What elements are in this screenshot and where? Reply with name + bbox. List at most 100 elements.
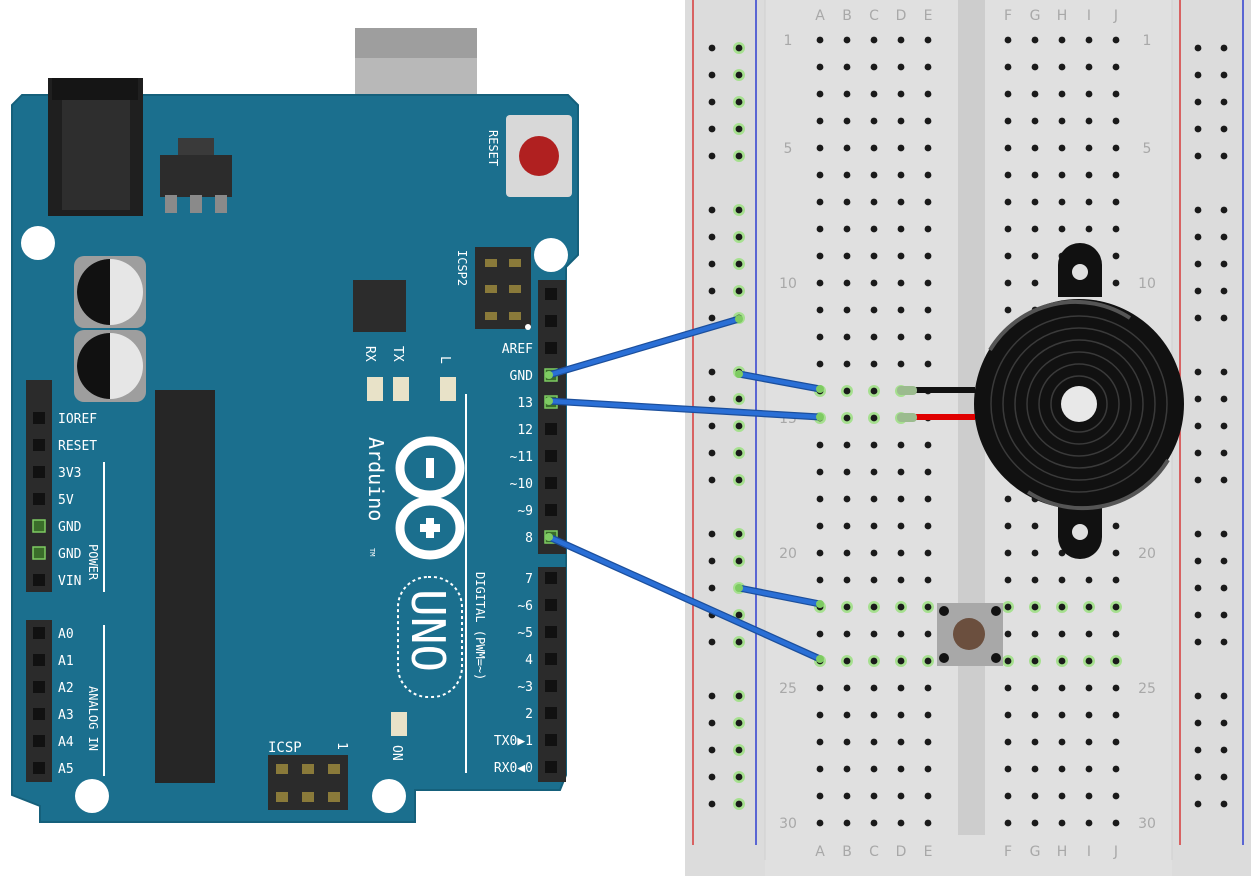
header-pin — [33, 439, 45, 451]
rail-hole — [1220, 314, 1228, 322]
breadboard-hole — [1031, 90, 1039, 98]
breadboard-hole — [1085, 630, 1093, 638]
header-pin — [545, 450, 557, 462]
breadboard-hole — [1058, 711, 1066, 719]
breadboard-hole — [1004, 630, 1012, 638]
breadboard-hole — [1112, 225, 1120, 233]
header-pin — [33, 735, 45, 747]
icsp-pin — [328, 764, 340, 774]
pin-label: 8 — [525, 531, 533, 546]
buzzer-tab-hole — [1072, 264, 1088, 280]
breadboard-hole — [1112, 117, 1120, 125]
icsp-pin — [328, 792, 340, 802]
pin-labels: IOREFRESET3V35VGNDGNDVINA0A1A2A3A4A5AREF… — [58, 342, 533, 777]
breadboard-hole — [897, 549, 905, 557]
breadboard-hole — [1004, 36, 1012, 44]
column-label: E — [924, 844, 933, 860]
mounting-hole — [75, 779, 109, 813]
breadboard-hole — [870, 252, 878, 260]
rail-hole — [708, 395, 716, 403]
breadboard-hole — [843, 387, 851, 395]
breadboard-hole — [1058, 603, 1066, 611]
rail-hole — [708, 422, 716, 430]
icsp-pin1-label: 1 — [334, 742, 349, 750]
breadboard-hole — [924, 495, 932, 503]
breadboard-hole — [1004, 171, 1012, 179]
breadboard-hole — [816, 198, 824, 206]
pin-label: RX0◀0 — [494, 761, 533, 776]
buzzer-rings — [988, 299, 1170, 511]
breadboard-hole — [924, 333, 932, 341]
breadboard-hole — [816, 279, 824, 287]
column-label: H — [1057, 844, 1068, 860]
rail-hole — [1220, 638, 1228, 646]
pin-label: A2 — [58, 681, 74, 696]
rail-hole — [1220, 476, 1228, 484]
rail-hole — [1194, 98, 1202, 106]
breadboard-hole — [1112, 765, 1120, 773]
column-label: B — [842, 844, 852, 860]
breadboard-hole — [1031, 252, 1039, 260]
pin-label: AREF — [502, 342, 533, 357]
breadboard-hole — [1085, 765, 1093, 773]
reset-button[interactable] — [519, 136, 559, 176]
breadboard-hole — [1004, 738, 1012, 746]
breadboard-hole — [1112, 711, 1120, 719]
breadboard-hole — [816, 171, 824, 179]
breadboard-hole — [843, 36, 851, 44]
rail-hole — [1220, 233, 1228, 241]
breadboard-hole — [1031, 171, 1039, 179]
breadboard-hole — [924, 279, 932, 287]
breadboard-hole — [870, 684, 878, 692]
header-pin — [545, 477, 557, 489]
breadboard-hole — [1058, 819, 1066, 827]
rail-hole — [708, 719, 716, 727]
rail-hole — [708, 260, 716, 268]
rail-hole — [735, 152, 743, 160]
breadboard-hole — [870, 765, 878, 773]
breadboard-hole — [1112, 279, 1120, 287]
breadboard-hole — [1004, 765, 1012, 773]
icsp2-pin — [509, 312, 521, 320]
breadboard-hole — [843, 495, 851, 503]
buzzer-ring — [990, 315, 1168, 493]
breadboard-hole — [1112, 522, 1120, 530]
rail-hole — [708, 800, 716, 808]
breadboard-hole — [1031, 522, 1039, 530]
icsp2-pin — [485, 312, 497, 320]
analog-label: ANALOG IN — [86, 686, 100, 751]
breadboard-hole — [1031, 738, 1039, 746]
rail-hole — [1194, 422, 1202, 430]
breadboard-hole — [1058, 90, 1066, 98]
breadboard-hole — [870, 279, 878, 287]
icsp-pin — [276, 764, 288, 774]
breadboard-hole — [1085, 738, 1093, 746]
pushbutton-cap[interactable] — [953, 618, 985, 650]
icsp2-pin — [485, 259, 497, 267]
breadboard-hole — [816, 441, 824, 449]
arduino-brand: Arduino — [364, 437, 388, 521]
breadboard-hole — [1085, 63, 1093, 71]
header-pin — [33, 493, 45, 505]
uno-label: UNO — [401, 589, 455, 672]
rail-hole — [735, 98, 743, 106]
breadboard-hole — [843, 441, 851, 449]
breadboard-hole — [924, 198, 932, 206]
header-pin — [545, 288, 557, 300]
rail-hole — [735, 206, 743, 214]
breadboard-hole — [843, 198, 851, 206]
breadboard-hole — [816, 63, 824, 71]
breadboard-hole — [1085, 117, 1093, 125]
breadboard-hole — [870, 657, 878, 665]
breadboard-hole — [1031, 63, 1039, 71]
rail-hole — [1194, 287, 1202, 295]
breadboard-hole — [870, 360, 878, 368]
arduino-board: RESET ICSP2 RX TX L ON Arduino TM UNO — [11, 28, 579, 823]
wire-end — [545, 397, 553, 405]
rail-hole — [735, 233, 743, 241]
breadboard-hole — [924, 225, 932, 233]
breadboard-hole — [816, 684, 824, 692]
row-number: 20 — [1138, 546, 1156, 562]
breadboard-hole — [924, 63, 932, 71]
breadboard-hole — [1112, 252, 1120, 260]
